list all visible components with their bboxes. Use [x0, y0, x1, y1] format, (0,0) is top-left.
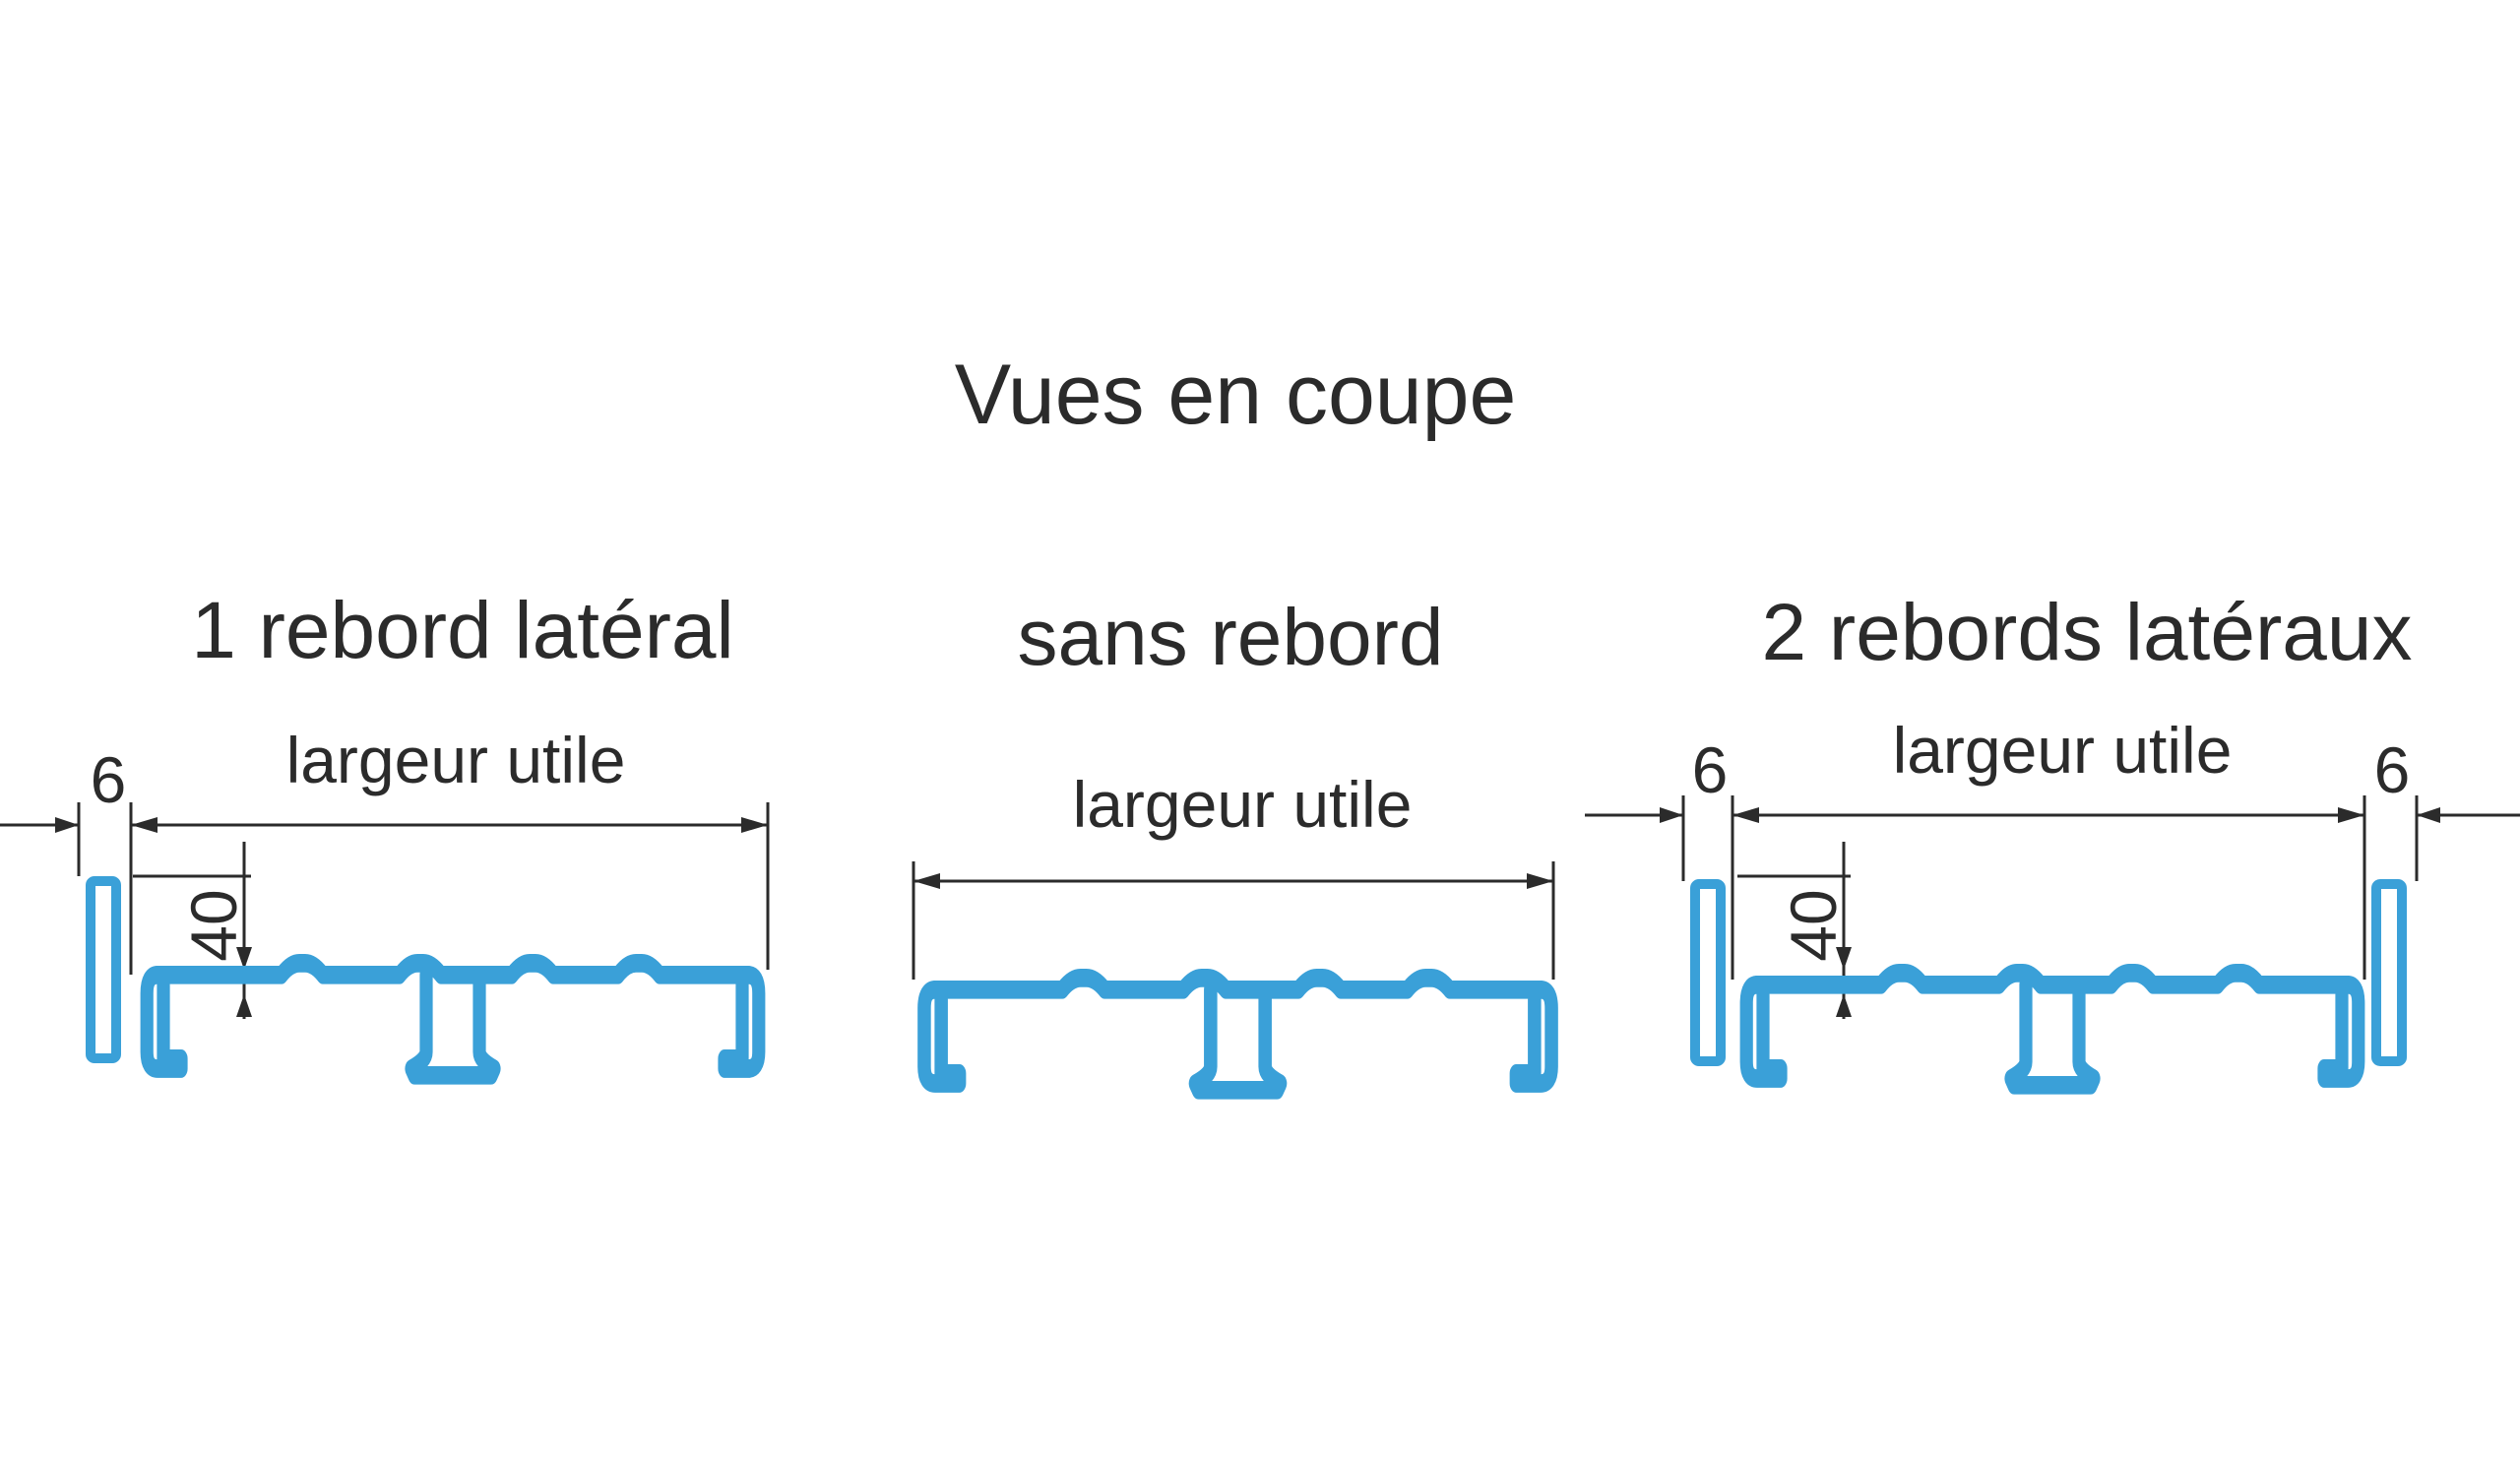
- dim-height-view1: 40: [177, 889, 250, 961]
- grating-profile-view3: [1746, 973, 2359, 1085]
- view-two-edges: largeur utile 6 6 40: [1585, 714, 2520, 1085]
- width-label-view2: largeur utile: [1073, 768, 1413, 841]
- view-heading-two-edges: 2 rebords latéraux: [1762, 588, 2413, 677]
- side-edge-left-view3: [1690, 879, 1726, 1066]
- side-edge-right-view3: [2371, 879, 2407, 1066]
- diagram-title: Vues en coupe: [955, 348, 1517, 442]
- side-edge-left-view1: [86, 876, 121, 1063]
- dim-edge-right-view3: 6: [2374, 733, 2411, 806]
- dim-edge-left-view1: 6: [91, 743, 127, 816]
- dim-height-view3: 40: [1777, 889, 1850, 961]
- grating-profile-view2: [924, 978, 1551, 1090]
- view-heading-no-edge: sans rebord: [1017, 593, 1443, 682]
- grating-profile-view1: [147, 963, 759, 1075]
- width-label-view1: largeur utile: [286, 724, 626, 796]
- view-heading-one-edge: 1 rebord latéral: [191, 586, 734, 675]
- width-label-view3: largeur utile: [1893, 714, 2233, 787]
- view-no-edge: largeur utile: [912, 768, 1553, 1090]
- dim-edge-left-view3: 6: [1692, 733, 1729, 806]
- view-one-edge: largeur utile 6 40: [0, 724, 770, 1075]
